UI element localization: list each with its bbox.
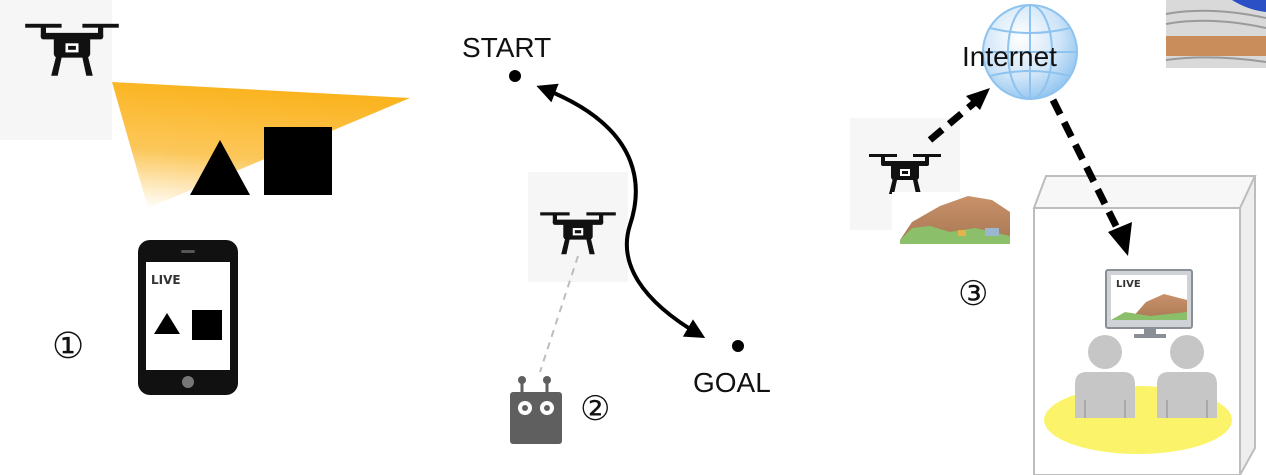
- marker-2: ②: [580, 390, 610, 428]
- upload-arrow-line: [927, 95, 983, 143]
- panel-3-remote-viewing: Internet ③: [850, 0, 1266, 475]
- upload-arrow-head: [966, 88, 990, 110]
- goal-point: [732, 340, 744, 352]
- viewing-room-box: [1032, 175, 1257, 475]
- subject-triangle: [190, 140, 250, 195]
- landscape-image: [892, 192, 1010, 247]
- marker-3: ③: [958, 275, 988, 313]
- flight-path-arrow: [536, 83, 706, 339]
- phone-live-label: LIVE: [151, 273, 181, 287]
- monitor-live-label: LIVE: [1116, 279, 1141, 290]
- panel-2-autonomous-flight: START GOAL ②: [462, 32, 771, 444]
- globe-icon: [982, 4, 1078, 100]
- smartphone-icon: LIVE: [138, 240, 238, 395]
- stream-arrow-head: [1108, 222, 1132, 256]
- camera-beam: [112, 82, 410, 208]
- phone-square: [192, 310, 222, 340]
- marker-1: ①: [52, 325, 84, 366]
- goal-label: GOAL: [693, 367, 771, 398]
- remote-controller-icon: [510, 376, 562, 444]
- start-point: [509, 70, 521, 82]
- phone-triangle: [154, 313, 180, 334]
- subject-square: [264, 127, 332, 195]
- start-label: START: [462, 32, 551, 63]
- corner-photo-thumbnail: [1165, 0, 1266, 68]
- internet-label: Internet: [962, 41, 1057, 72]
- panel-1-live-streaming: LIVE ①: [0, 0, 410, 395]
- monitor-icon: LIVE: [1105, 269, 1193, 338]
